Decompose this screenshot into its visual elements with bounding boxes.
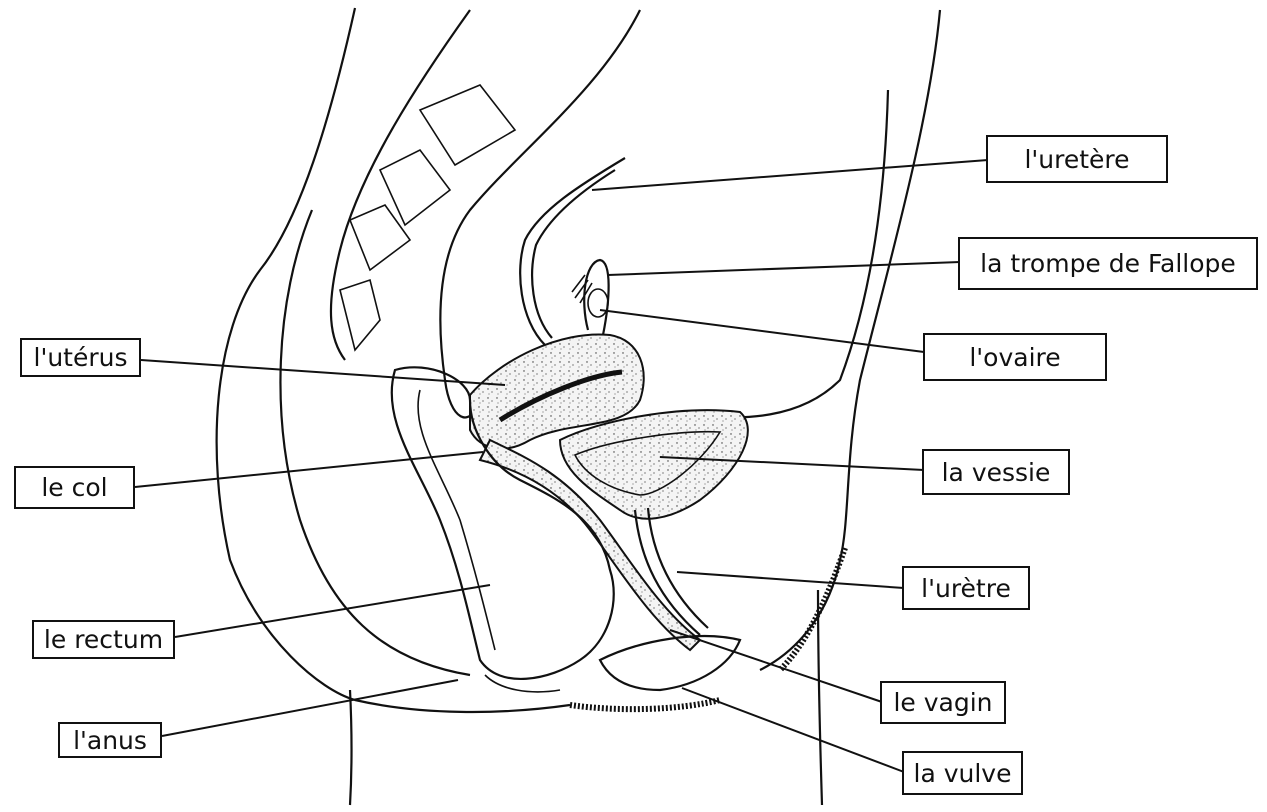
label-ureter: l'uretère [986, 135, 1168, 183]
leader-vagina [670, 630, 882, 702]
buttock-inner-curve [280, 210, 470, 675]
ovary-shape [588, 289, 608, 317]
ureter-shape [520, 158, 625, 345]
leader-anus [162, 680, 458, 736]
leader-urethra [677, 572, 904, 588]
label-cervix: le col [14, 466, 135, 509]
leader-rectum [175, 585, 490, 637]
label-uterus: l'utérus [20, 338, 141, 377]
abdomen-front-inner [700, 90, 888, 417]
leader-cervix [135, 452, 483, 487]
label-vagina: le vagin [880, 681, 1006, 724]
fallopian-tube-shape [584, 260, 608, 335]
thigh-back-line [350, 690, 352, 805]
vertebra-4 [340, 280, 380, 350]
ureter-shape-inner [532, 170, 615, 338]
label-rectum: le rectum [32, 620, 175, 659]
label-anus: l'anus [58, 722, 162, 758]
label-fallopian-tube: la trompe de Fallope [958, 237, 1258, 290]
leader-uterus [141, 360, 505, 385]
label-bladder: la vessie [922, 449, 1070, 495]
anus-shape [485, 675, 560, 692]
vertebra-1 [420, 85, 515, 165]
label-urethra: l'urètre [902, 566, 1030, 610]
thigh-front-line [818, 590, 822, 805]
bladder-shape [560, 410, 748, 518]
leader-vulva [682, 688, 904, 772]
label-vulva: la vulve [902, 751, 1023, 795]
perineal-hair [570, 700, 720, 709]
leader-fallopian-tube [608, 262, 960, 275]
label-ovary: l'ovaire [923, 333, 1107, 381]
vulva-shape [600, 636, 740, 690]
spine-back-edge [331, 10, 470, 360]
pubic-hair [780, 548, 845, 670]
leader-ureter [592, 160, 988, 190]
